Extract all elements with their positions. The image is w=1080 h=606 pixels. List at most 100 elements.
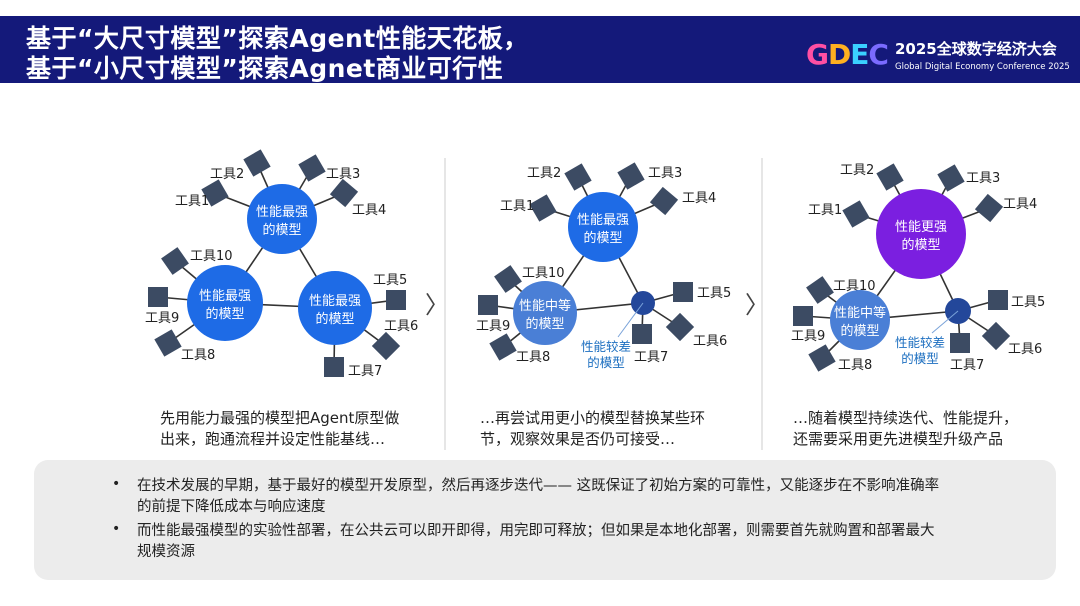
tool-icon [649,186,679,216]
tool-icon [324,357,344,377]
arrow-2: 〉 [745,291,769,319]
tool-label: 工具8 [516,350,550,365]
tool-icon [632,324,652,344]
tool-label: 工具9 [145,311,179,326]
bullet-2: 而性能最强模型的实验性部署，在公共云可以即开即得，用完即可释放；但如果是本地化部… [137,521,935,563]
tool-label: 工具6 [693,334,727,349]
tool-label: 工具3 [648,166,682,181]
tool-icon [161,247,189,275]
tool-label: 工具9 [791,329,825,344]
bullet-mark: • [112,476,121,492]
tool-icon [243,149,271,177]
tool-label: 工具6 [1008,342,1042,357]
tool-label: 工具4 [682,191,716,206]
tool-icon [981,321,1011,351]
tool-icon [808,344,836,372]
tool-label: 工具2 [840,163,874,178]
tool-label: 工具9 [476,319,510,334]
tool-icon [494,265,522,293]
model-node [187,265,263,341]
model-label: 的模型 [315,311,354,327]
model-label: 性能更强 [895,220,947,235]
conference-name-cn: 2025全球数字经济大会 [895,40,1057,58]
tool-label: 工具5 [373,273,407,288]
tool-icon [201,179,229,207]
tool-label: 工具10 [522,266,565,281]
tool-icon [950,333,970,353]
caption-line: 出来，跑通流程并设定性能基线… [160,430,386,448]
tool-label: 工具1 [500,199,534,214]
model-label: 的模型 [525,316,564,332]
caption-line: 还需要采用更先进模型升级产品 [793,430,1004,448]
title-line-2: 基于“小尺寸模型”探索Agnet商业可行性 [26,54,504,83]
bullet-mark: • [112,521,121,537]
tool-icon [617,162,645,190]
tool-icon [988,290,1008,310]
model-label: 性能最强 [577,213,629,228]
model-node [513,281,577,345]
tool-label: 工具4 [352,203,386,218]
tool-label: 工具2 [210,167,244,182]
model-node [298,271,372,345]
model-label: 的模型 [262,222,301,238]
model-label: 性能中等 [519,298,571,314]
title-line-1: 基于“大尺寸模型”探索Agent性能天花板， [26,24,529,53]
model-label: 性能较差 [581,339,631,354]
caption-panel-3: …随着模型持续迭代、性能提升， 还需要采用更先进模型升级产品 [793,408,1018,450]
tool-label: 工具1 [808,203,842,218]
model-node [247,184,317,254]
bullet-line: 的前提下降低成本与响应速度 [137,499,326,515]
summary-panel [34,460,1056,580]
tool-icon [842,200,870,228]
bullet-line: 规模资源 [137,544,195,560]
tool-label: 工具7 [950,358,984,373]
model-label: 的模型 [205,306,244,322]
tool-label: 工具3 [326,167,360,182]
model-label: 的模型 [901,351,939,366]
tool-label: 工具7 [348,364,382,379]
caption-panel-1: 先用能力最强的模型把Agent原型做 出来，跑通流程并设定性能基线… [160,408,399,450]
bullet-line: 在技术发展的早期，基于最好的模型开发原型，然后再逐步迭代—— 这既保证了初始方案… [137,478,940,494]
tool-label: 工具2 [527,166,561,181]
conference-name-en: Global Digital Economy Conference 2025 [895,62,1070,72]
tool-icon [937,164,965,192]
model-label: 性能中等 [834,305,886,321]
arrow-1: 〉 [425,291,449,319]
caption-line: 先用能力最强的模型把Agent原型做 [160,409,400,427]
tool-icon [665,312,695,342]
tool-icon [564,163,592,191]
caption-line: 节，观察效果是否仍可接受… [480,430,676,448]
tool-icon [371,331,401,361]
model-label: 的模型 [583,230,622,246]
tool-icon [298,154,326,182]
tool-label: 工具5 [1011,295,1045,310]
model-node [568,192,638,262]
model-node [876,189,966,279]
bullet-1: 在技术发展的早期，基于最好的模型开发原型，然后再逐步迭代—— 这既保证了初始方案… [137,476,939,518]
tool-icon [154,329,182,357]
tool-icon [673,282,693,302]
label-leader [617,302,644,338]
tool-icon [793,306,813,326]
model-label: 性能最强 [309,294,361,309]
tool-label: 工具5 [697,286,731,301]
tool-label: 工具4 [1003,197,1037,212]
gdec-logo: GDEC [806,38,889,71]
caption-line: …随着模型持续迭代、性能提升， [793,409,1019,427]
tool-icon [386,290,406,310]
tool-label: 工具6 [384,319,418,334]
tool-icon [148,287,168,307]
tool-icon [489,333,517,361]
tool-icon [329,178,359,208]
title-banner: 基于“大尺寸模型”探索Agent性能天花板， 基于“小尺寸模型”探索Agnet商… [0,16,1080,83]
tool-label: 工具8 [181,348,215,363]
tool-label: 工具10 [833,279,876,294]
caption-panel-2: …再尝试用更小的模型替换某些环 节，观察效果是否仍可接受… [480,408,705,450]
model-label: 的模型 [840,323,879,339]
tool-icon [478,295,498,315]
tool-label: 工具7 [634,350,668,365]
model-label: 的模型 [587,355,625,370]
tool-icon [529,194,557,222]
tool-label: 工具10 [190,249,233,264]
